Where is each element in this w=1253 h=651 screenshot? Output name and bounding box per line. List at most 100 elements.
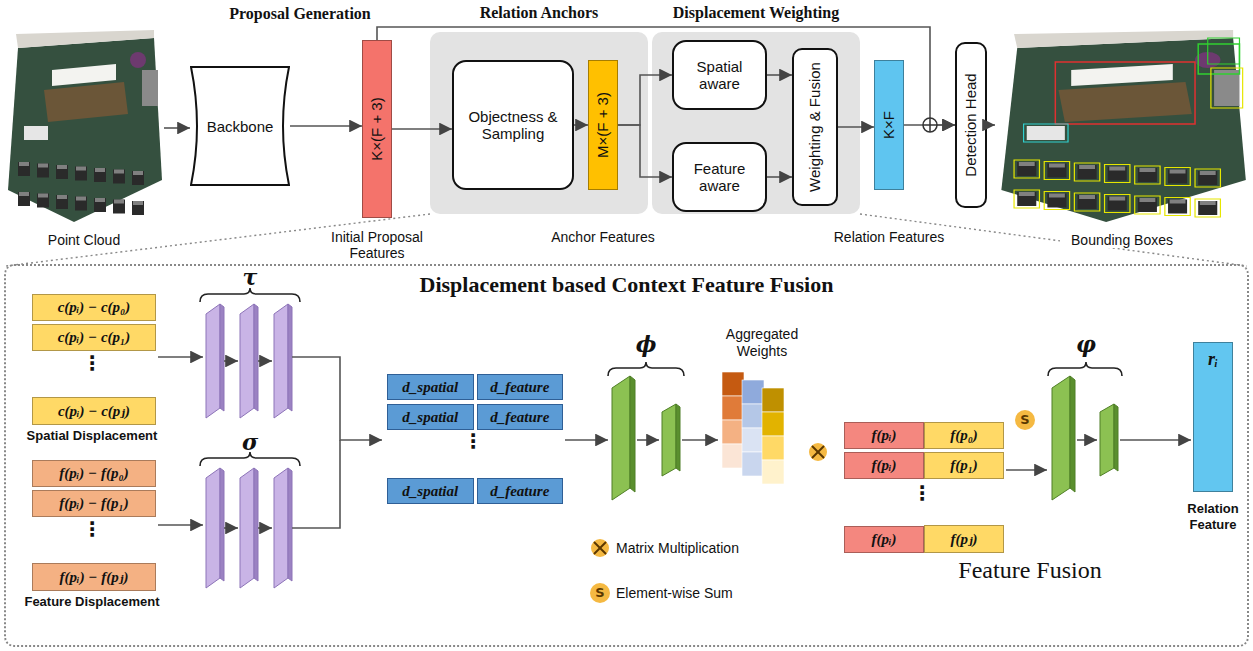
chair — [1019, 192, 1035, 196]
mlp-layer — [220, 304, 224, 411]
node-label: K×F — [880, 111, 898, 139]
flow-connector — [987, 124, 995, 126]
chair — [1168, 170, 1187, 184]
chair — [18, 162, 30, 176]
chair — [1047, 164, 1066, 178]
node-caption: Initial Proposal Features — [315, 229, 439, 261]
shelf — [1214, 70, 1239, 106]
proposal-feature-box: f(pᵢ) — [844, 422, 924, 449]
node-label: f(p₁) — [950, 457, 978, 474]
chair — [113, 170, 125, 184]
point-cloud-image — [4, 30, 164, 226]
flow-arrow — [1120, 439, 1191, 441]
detection-box — [1135, 166, 1160, 184]
chair — [1200, 201, 1216, 205]
chair — [1049, 194, 1065, 198]
mlp-layer — [254, 304, 258, 411]
node-label: f(pᵢ) — [871, 531, 896, 548]
sum-circle — [590, 583, 610, 603]
chair — [1108, 197, 1127, 211]
flow-arrow — [224, 360, 238, 362]
objectness-box: Objectness & Sampling — [452, 60, 574, 190]
wall — [1014, 30, 1233, 48]
fusion-label: Feature Fusion — [930, 556, 1130, 584]
table — [44, 82, 128, 122]
chair — [1017, 192, 1036, 206]
weight-matrix — [722, 372, 784, 484]
node-caption: Relation Feature — [1171, 501, 1253, 533]
node-label: Objectness & Sampling — [460, 108, 566, 142]
multiply-symbol — [594, 542, 606, 554]
mlp-layer — [612, 376, 630, 500]
chair — [1108, 167, 1127, 181]
weight-matrix — [722, 372, 744, 396]
bounding-box-image: Bounding Boxes — [995, 30, 1249, 226]
chair — [1198, 171, 1217, 185]
detection-box — [1105, 195, 1130, 213]
chair — [132, 201, 144, 215]
flow-arrow — [158, 524, 203, 526]
mlp-layer — [240, 304, 254, 418]
sum-circle — [1015, 410, 1035, 430]
chair — [1049, 164, 1065, 168]
chair — [1139, 198, 1155, 202]
detection-box — [1198, 44, 1239, 74]
weight-matrix — [722, 420, 744, 444]
node-label: f(pᵢ) − f(p₀) — [59, 465, 128, 482]
chair — [75, 167, 87, 181]
detection-box — [1044, 162, 1069, 180]
group-label: Spatial Displacement — [17, 428, 167, 444]
spatial-displacement-box: c(pᵢ) − c(pⱼ) — [32, 397, 156, 425]
anchor-feature-box: f(p₀) — [924, 422, 1004, 449]
mlp-layer — [1114, 404, 1118, 471]
anchor-feature-box: f(pⱼ) — [924, 525, 1004, 553]
chair — [1078, 195, 1097, 209]
chair — [1138, 198, 1157, 212]
flow-arrow — [1006, 469, 1047, 471]
floor — [8, 38, 162, 222]
detection-head-box: Detection Head — [955, 42, 987, 208]
node-label: f(pᵢ) − f(pⱼ) — [60, 568, 129, 586]
relation-feature-output: rᵢRelation Feature — [1193, 342, 1233, 492]
object — [1027, 126, 1065, 140]
anchor-feature-box: f(p₁) — [924, 452, 1004, 479]
section-heading: Proposal Generation — [190, 4, 410, 24]
chair — [1079, 165, 1095, 169]
chair — [1139, 168, 1155, 172]
node-label: Relation Anchors — [410, 3, 668, 23]
node-label: K×(F + 3) — [368, 97, 386, 160]
flow-arrow — [292, 357, 382, 440]
chair — [133, 171, 143, 175]
chair — [94, 168, 106, 182]
spatial-aware-box: Spatial aware — [672, 40, 767, 110]
mlp-layer — [1070, 376, 1075, 492]
mlp-layer — [220, 468, 224, 581]
chair — [19, 162, 29, 166]
flow-connector — [164, 127, 190, 129]
ball — [130, 52, 146, 68]
node-label: f(pⱼ) — [950, 530, 977, 548]
weight-matrix — [722, 444, 744, 468]
node-label: c(pᵢ) − c(p₁) — [58, 329, 131, 346]
feature-aware-box: Feature aware — [672, 142, 767, 212]
detection-box — [1074, 163, 1099, 181]
flow-arrow — [565, 439, 608, 441]
detection-box — [1014, 190, 1039, 208]
node-label: f(pᵢ) — [871, 427, 896, 444]
chair — [1079, 195, 1095, 199]
flow-arrow — [158, 356, 203, 358]
chair — [75, 197, 87, 211]
mlp-layer — [1052, 376, 1070, 500]
flow-arrow — [637, 439, 659, 441]
brace — [200, 288, 1122, 466]
detection-box — [1135, 196, 1160, 214]
sum-symbol — [929, 118, 931, 132]
chair — [1109, 167, 1125, 171]
mlp-layer — [662, 404, 676, 476]
chair — [1019, 162, 1035, 166]
weight-matrix — [762, 412, 784, 436]
chair — [133, 201, 143, 205]
chair — [38, 194, 48, 198]
spatial-displacement-box: c(pᵢ) − c(p₀) — [32, 294, 156, 321]
node-label: f(p₀) — [950, 427, 978, 444]
